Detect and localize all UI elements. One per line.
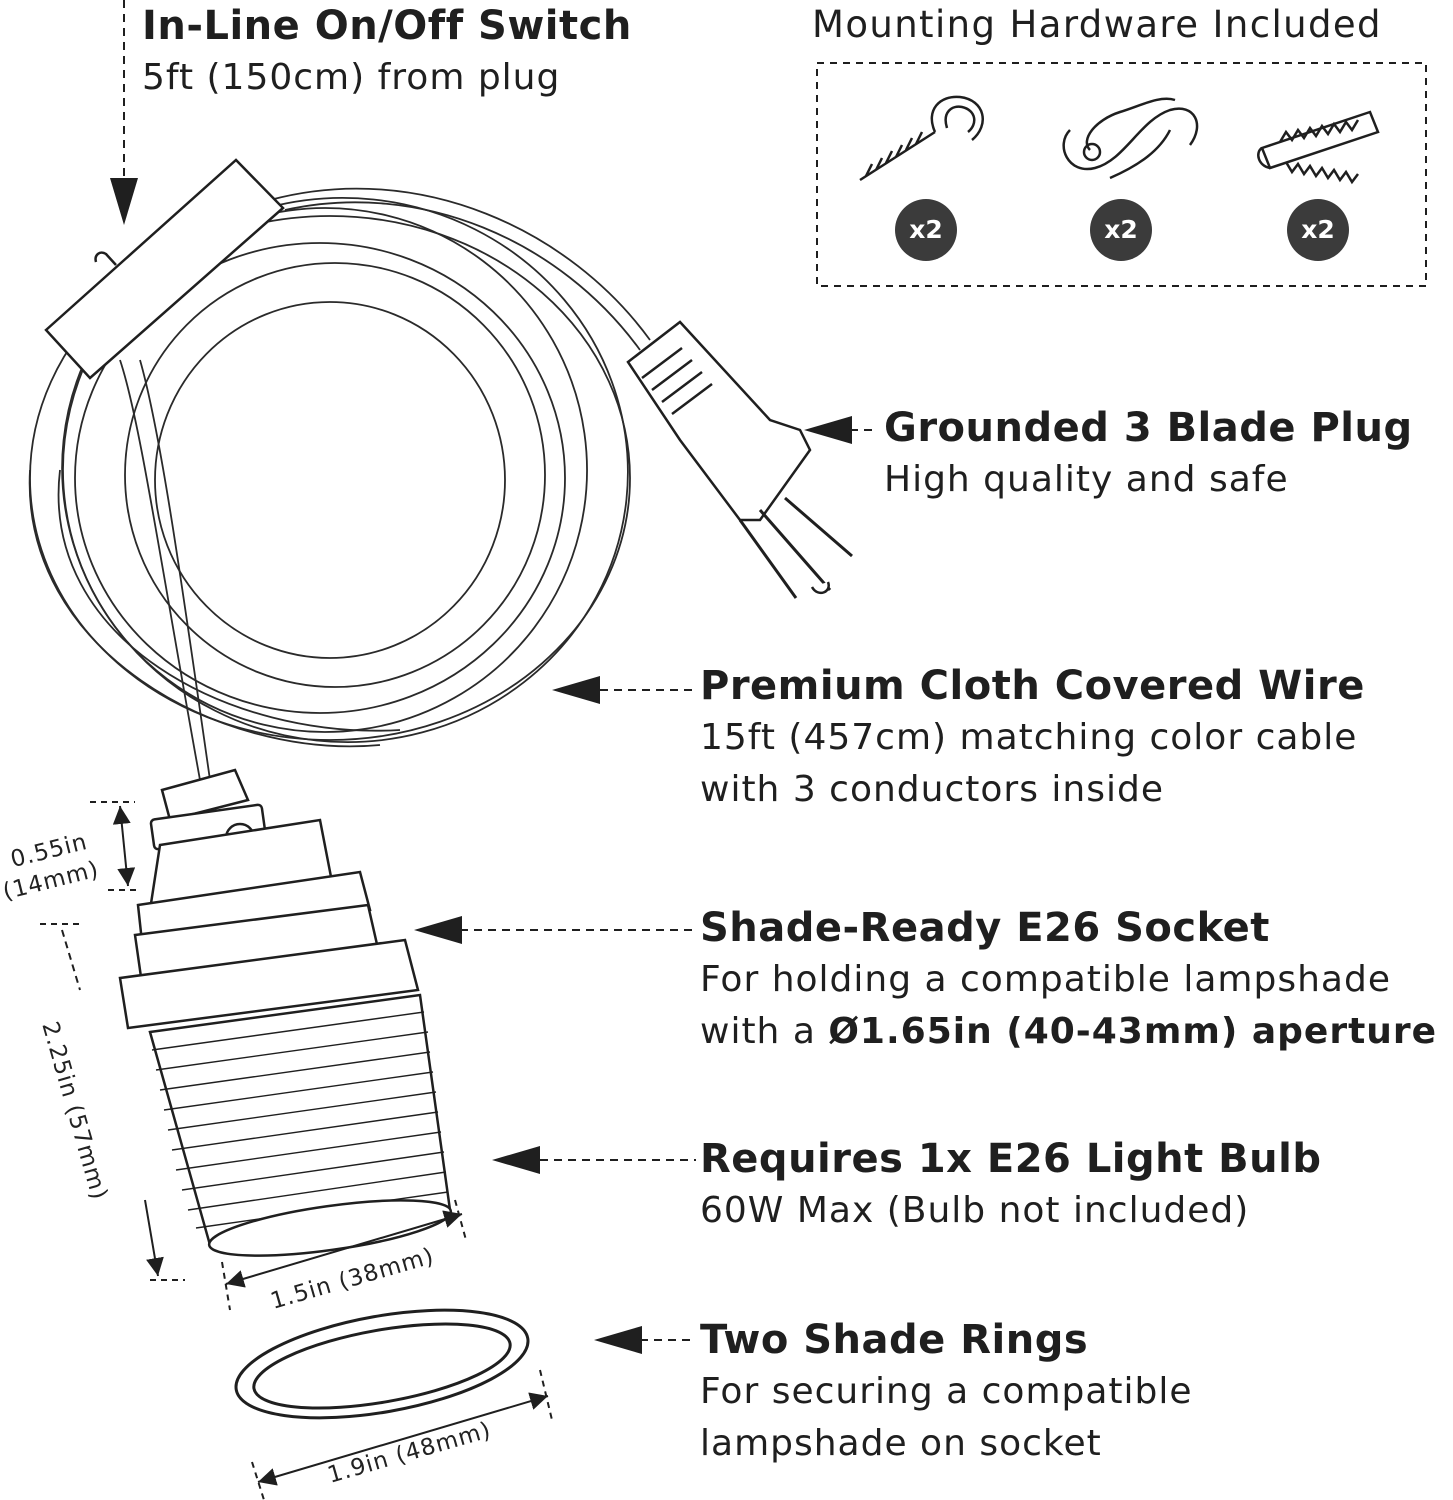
plug <box>626 320 853 599</box>
rings-line-1: For securing a compatible <box>700 1371 1193 1412</box>
leader-lines <box>123 0 876 1341</box>
socket-title: Shade-Ready E26 Socket <box>700 905 1270 951</box>
socket-line-1: For holding a compatible lampshade <box>700 959 1391 1000</box>
wire-line-2: with 3 conductors inside <box>700 769 1164 810</box>
anchor-quantity-badge: x2 <box>1287 199 1349 261</box>
switch-title: In-Line On/Off Switch <box>142 3 632 49</box>
hook-icon <box>859 95 984 182</box>
switch-callout: In-Line On/Off Switch 5ft (150cm) from p… <box>142 0 632 104</box>
plug-title: Grounded 3 Blade Plug <box>884 405 1413 451</box>
socket-line-2: with a Ø1.65in (40-43mm) aperture <box>700 1006 1437 1058</box>
rings-title: Two Shade Rings <box>700 1317 1089 1363</box>
plug-callout: Grounded 3 Blade Plug High quality and s… <box>884 402 1413 506</box>
dimension-lines <box>40 801 553 1500</box>
wire-callout: Premium Cloth Covered Wire 15ft (457cm) … <box>700 660 1365 816</box>
socket-callout: Shade-Ready E26 Socket For holding a com… <box>700 902 1437 1058</box>
socket-aperture: Ø1.65in (40-43mm) aperture <box>828 1011 1438 1052</box>
hardware-heading: Mounting Hardware Included <box>812 3 1382 46</box>
s-hook-icon <box>1062 97 1199 180</box>
plug-subtitle: High quality and safe <box>884 459 1289 500</box>
inline-switch <box>44 158 285 380</box>
e26-socket <box>118 768 453 1257</box>
hook-quantity-badge: x2 <box>895 199 957 261</box>
bulb-callout: Requires 1x E26 Light Bulb 60W Max (Bulb… <box>700 1133 1321 1237</box>
coiled-cord <box>28 187 651 781</box>
rings-line-2: lampshade on socket <box>700 1423 1102 1464</box>
rings-callout: Two Shade Rings For securing a compatibl… <box>700 1314 1193 1470</box>
bulb-title: Requires 1x E26 Light Bulb <box>700 1136 1322 1182</box>
switch-subtitle: 5ft (150cm) from plug <box>142 57 561 98</box>
wire-title: Premium Cloth Covered Wire <box>700 663 1365 709</box>
bulb-subtitle: 60W Max (Bulb not included) <box>700 1190 1250 1231</box>
hardware-box <box>816 62 1427 287</box>
callout-arrows <box>110 178 852 1354</box>
socket-line-2-prefix: with a <box>700 1011 829 1052</box>
s-hook-quantity-badge: x2 <box>1090 199 1152 261</box>
wire-line-1: 15ft (457cm) matching color cable <box>700 717 1358 758</box>
anchor-icon <box>1257 110 1380 185</box>
